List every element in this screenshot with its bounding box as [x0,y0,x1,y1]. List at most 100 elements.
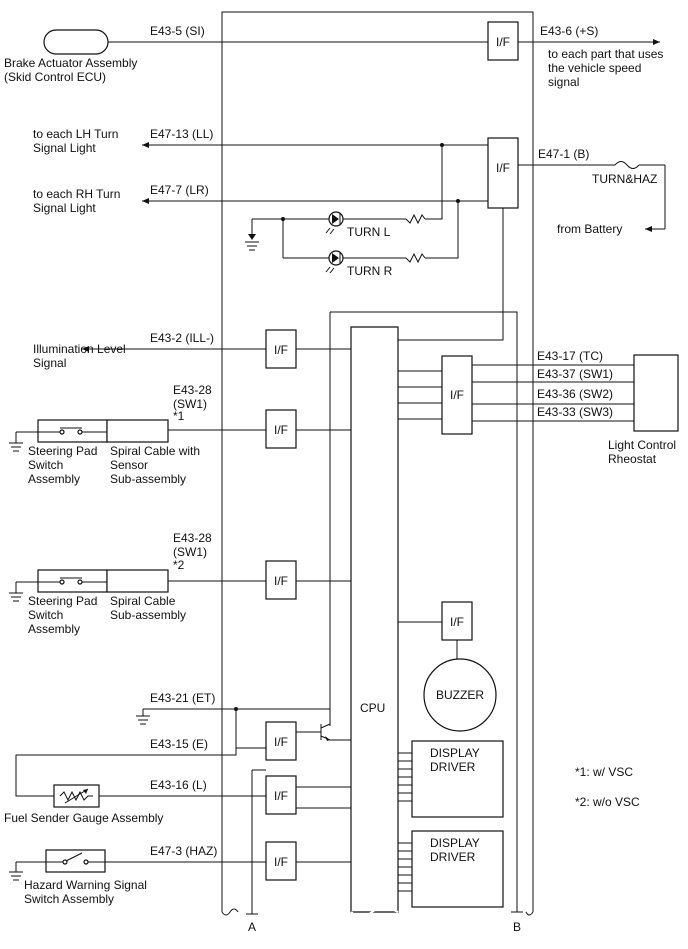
fuel-sender-resistor-icon [59,788,93,804]
if-label-buzzer: I/F [450,615,464,629]
if-box-e [265,721,297,761]
steering-pad-2-label-2: Switch [28,608,63,622]
turn-ground-icon [245,234,259,251]
fuel-circuit: E43-21 (ET) I/F E43-15 (E) I/F E43-16 ( [4,691,351,914]
pin-sw1-a-1: E43-28 [173,383,212,397]
display-driver-1 [411,740,504,818]
ground-icon-sw1 [9,442,23,452]
pin-sw1-b-3: *2 [173,558,185,572]
spiral-cable-1-label-3: Sub-assembly [110,472,186,486]
buzzer-label: BUZZER [436,688,484,702]
speed-signal-label-2: the vehicle speed [548,61,641,75]
power-circuit: E47-1 (B) TURN&HAZ from Battery [398,147,666,341]
pin-sw1-b-2: (SW1) [173,545,207,559]
if-label-sw1-b: I/F [274,574,288,588]
pin-sw1-a-2: (SW1) [173,397,207,411]
pin-ll: E47-13 (LL) [150,127,213,141]
steering-pad-1-label-3: Assembly [28,472,80,486]
lh-turn-label-2: Signal Light [33,141,96,155]
turn-signal-circuit: I/F E47-13 (LL) to each LH Turn Signal L… [33,127,519,278]
if-box-rheostat [441,355,473,435]
steering-pad-switch-1-box [37,419,108,443]
steering-pad-2-label-1: Steering Pad [28,594,97,608]
transistor-icon [296,719,351,741]
spiral-cable-2-box [106,569,169,593]
pin-tc: E43-17 (TC) [537,349,603,363]
if-label-haz: I/F [274,855,288,869]
spiral-cable-2-label-2: Sub-assembly [110,608,186,622]
display-driver-2 [411,830,504,908]
pin-haz: E47-3 (HAZ) [150,844,217,858]
pin-et: E43-21 (ET) [150,691,215,705]
turn-r-resistor [405,252,426,264]
note-2: *2: w/o VSC [575,795,640,809]
if-label-sw1-a: I/F [274,423,288,437]
pin-sw1-b-1: E43-28 [173,531,212,545]
steering-pad-1-label-2: Switch [28,458,63,472]
connector-a-label: A [248,920,256,934]
pin-sw1-right: E43-37 (SW1) [537,367,613,381]
spiral-cable-2-label-1: Spiral Cable [110,594,176,608]
steering-pad-switch-2-box [37,569,108,593]
rheostat-circuit: I/F E43-17 (TC) E43-37 (SW1) E43-36 (SW2… [398,349,679,466]
illumination-label-2: Signal [33,356,66,370]
pin-plus-s: E43-6 (+S) [540,24,598,38]
hazard-switch-icon [46,852,105,865]
if-label-ill: I/F [274,343,288,357]
steering-switch-circuit-1: I/F E43-28 (SW1) *1 Steering Pad Switch … [9,383,351,486]
steering-pad-2-label-3: Assembly [28,622,80,636]
if-label-turn: I/F [496,161,510,175]
if-box-sw1-a [265,409,297,449]
turn-r-indicator-icon [325,250,344,274]
cpu-label: CPU [360,701,385,715]
connector-b-label: B [513,920,521,934]
pin-sw3: E43-33 (SW3) [537,405,613,419]
turn-l-indicator-icon [325,211,344,235]
brake-actuator-label-1: Brake Actuator Assembly [4,56,137,70]
pin-sw1-a-3: *1 [173,409,185,423]
pin-sw2: E43-36 (SW2) [537,387,613,401]
steering-pad-1-label-1: Steering Pad [28,444,97,458]
fuse-icon [614,161,640,169]
speed-signal-label-3: signal [548,75,579,89]
display-driver-1-label-1: DISPLAY [430,746,480,760]
if-box-haz [265,841,297,881]
ground-icon-et [136,715,150,725]
pin-e: E43-15 (E) [150,737,208,751]
pin-si: E43-5 (SI) [150,24,205,38]
fuel-sender-label: Fuel Sender Gauge Assembly [4,811,163,825]
turn-r-label: TURN R [347,264,393,278]
meter-frame [221,11,534,916]
if-label-l: I/F [274,789,288,803]
buzzer-circuit: I/F BUZZER [398,601,497,732]
display-drivers: DISPLAY DRIVER DISPLAY DRIVER [398,740,504,908]
ground-icon-hazard [9,871,23,881]
switch-1-icon [38,427,107,435]
speed-signal-circuit: I/F E43-5 (SI) E43-6 (+S) Brake Actuator… [4,21,663,89]
brake-actuator-label-2: (Skid Control ECU) [4,70,106,84]
buzzer-icon [423,658,497,732]
if-label-speed: I/F [496,35,510,49]
rh-turn-label-1: to each RH Turn [33,187,120,201]
hazard-switch-box [45,849,106,873]
spiral-cable-1-label-1: Spiral Cable with [110,444,200,458]
light-control-rheostat-box [633,354,679,432]
illumination-label-1: Illumination Level [33,342,126,356]
battery-label: from Battery [557,222,622,236]
if-box-sw1-b [265,560,297,600]
pin-b: E47-1 (B) [538,147,589,161]
rh-turn-label-2: Signal Light [33,201,96,215]
illumination-circuit: I/F E43-2 (ILL-) Illumination Level Sign… [33,329,351,370]
rheostat-label-1: Light Control [608,438,676,452]
pin-lr: E47-7 (LR) [150,183,209,197]
rheostat-label-2: Rheostat [608,452,657,466]
spiral-cable-1-label-2: Sensor [110,458,148,472]
display-driver-2-label-1: DISPLAY [430,836,480,850]
pin-l: E43-16 (L) [150,778,207,792]
lh-turn-label-1: to each LH Turn [33,127,118,141]
cpu-block: CPU [329,311,518,917]
display-driver-1-label-2: DRIVER [430,760,476,774]
ground-icon-sw2 [9,592,23,602]
steering-switch-circuit-2: I/F E43-28 (SW1) *2 Steering Pad Switch … [9,531,351,636]
